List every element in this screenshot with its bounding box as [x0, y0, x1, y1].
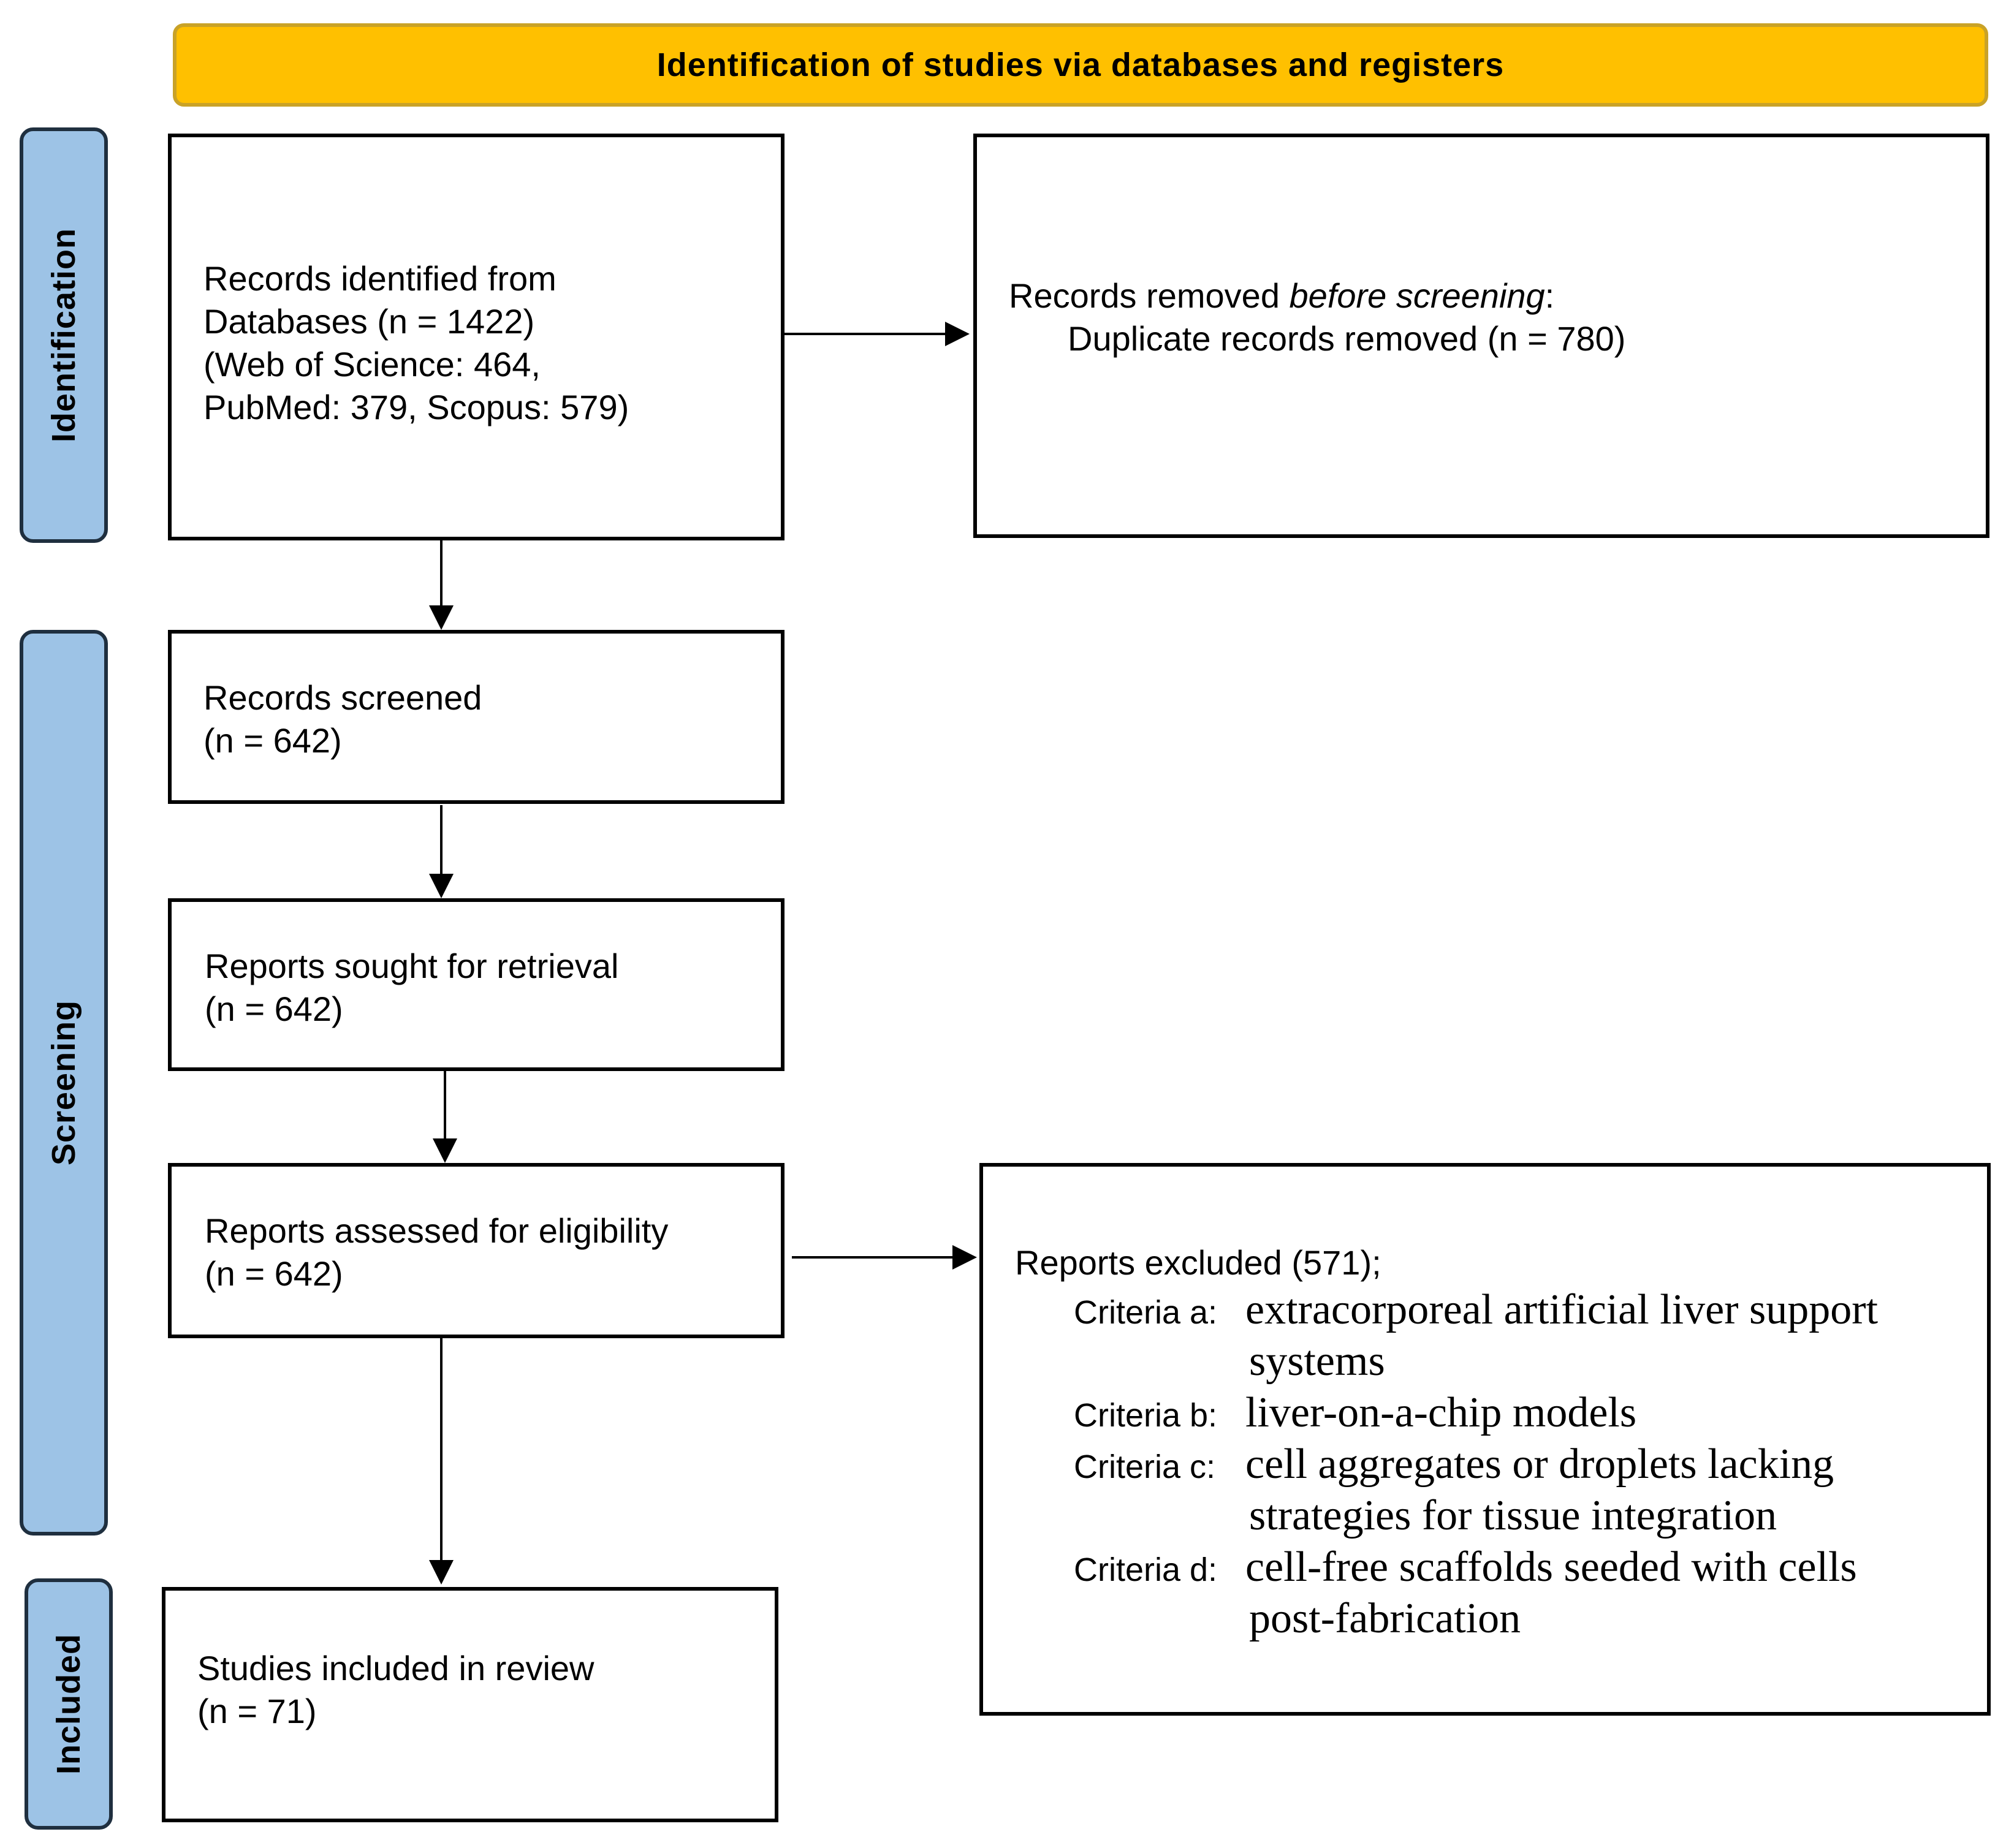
records-screened-box: Records screened (n = 642) — [168, 630, 785, 804]
stage-included: Included — [25, 1578, 113, 1830]
reports-sought-label: Reports sought for retrieval — [205, 947, 619, 985]
records-identified-box: Records identified from Databases (n = 1… — [168, 134, 785, 540]
criteria-b-row: Criteria b: liver-on-a-chip models — [1015, 1387, 1878, 1439]
reports-assessed-label: Reports assessed for eligibility — [205, 1211, 669, 1250]
criteria-b-key: Criteria b: — [1074, 1397, 1218, 1434]
reports-sought-box: Reports sought for retrieval (n = 642) — [168, 898, 785, 1071]
criteria-d-continuation: post-fabrication — [1249, 1595, 1521, 1642]
records-screened-count: (n = 642) — [203, 721, 342, 760]
reports-sought-count: (n = 642) — [205, 990, 343, 1028]
criteria-d-text: cell-free scaffolds seeded with cells — [1245, 1543, 1857, 1591]
criteria-d-row: Criteria d: cell-free scaffolds seeded w… — [1015, 1542, 1878, 1593]
criteria-a-key: Criteria a: — [1074, 1294, 1218, 1331]
reports-excluded-heading: Reports excluded (571); — [1015, 1243, 1381, 1282]
reports-excluded-box: Reports excluded (571); Criteria a: extr… — [979, 1163, 1991, 1716]
records-identified-line-1: Records identified from — [203, 259, 557, 298]
reports-assessed-count: (n = 642) — [205, 1254, 343, 1293]
criteria-d-key: Criteria d: — [1074, 1551, 1218, 1588]
criteria-a-text: extracorporeal artificial liver support — [1245, 1286, 1879, 1333]
criteria-c-row: Criteria c: cell aggregates or droplets … — [1015, 1439, 1878, 1490]
records-identified-line-4: PubMed: 379, Scopus: 579) — [203, 388, 629, 426]
studies-included-count: (n = 71) — [197, 1692, 317, 1730]
criteria-c-key: Criteria c: — [1074, 1448, 1216, 1485]
records-removed-heading: Records removed before screening: — [1009, 275, 1625, 317]
records-removed-prefix: Records removed — [1009, 276, 1290, 315]
studies-included-box: Studies included in review (n = 71) — [162, 1587, 778, 1822]
records-screened-label: Records screened — [203, 678, 482, 717]
stage-identification: Identification — [20, 127, 108, 543]
phase-header: Identification of studies via databases … — [173, 23, 1988, 107]
criteria-a-row: Criteria a: extracorporeal artificial li… — [1015, 1284, 1878, 1336]
records-identified-line-2: Databases (n = 1422) — [203, 302, 535, 341]
records-identified-line-3: (Web of Science: 464, — [203, 345, 541, 384]
criteria-c-text: cell aggregates or droplets lacking — [1245, 1441, 1834, 1488]
records-removed-suffix: : — [1544, 276, 1555, 315]
stage-screening: Screening — [20, 630, 108, 1536]
studies-included-label: Studies included in review — [197, 1649, 595, 1687]
criteria-c-continuation: strategies for tissue integration — [1249, 1492, 1777, 1539]
criteria-b-text: liver-on-a-chip models — [1245, 1389, 1637, 1436]
phase-header-title: Identification of studies via databases … — [656, 47, 1505, 83]
records-removed-emphasis: before screening — [1289, 276, 1545, 315]
reports-assessed-box: Reports assessed for eligibility (n = 64… — [168, 1163, 785, 1338]
records-removed-box: Records removed before screening: Duplic… — [973, 134, 1989, 538]
duplicate-records-removed: Duplicate records removed (n = 780) — [1068, 319, 1626, 358]
criteria-a-continuation: systems — [1249, 1338, 1385, 1385]
